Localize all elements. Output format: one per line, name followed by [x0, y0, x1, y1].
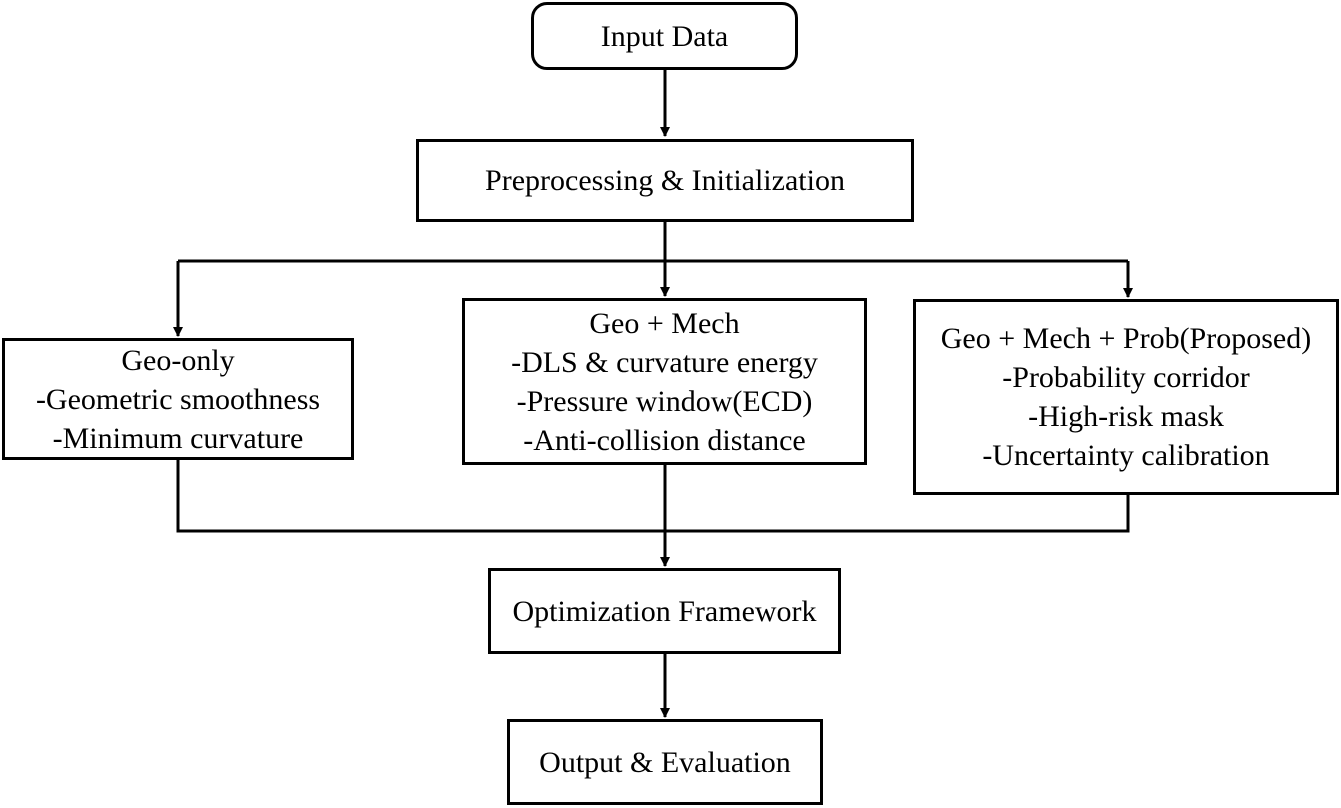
geo-mech-node: Geo + Mech -DLS & curvature energy -Pres…: [462, 298, 867, 465]
node-title: Input Data: [600, 19, 729, 53]
output-node: Output & Evaluation: [507, 719, 823, 805]
node-title: Geo + Mech + Prob(Proposed): [940, 322, 1312, 355]
node-title: Optimization Framework: [512, 594, 817, 628]
node-item: -Minimum curvature: [52, 421, 304, 455]
node-item: -Anti-collision distance: [523, 423, 806, 457]
node-item: -High-risk mask: [1028, 400, 1224, 433]
node-title: Output & Evaluation: [539, 745, 791, 779]
input-data-node: Input Data: [531, 2, 798, 70]
geo-mech-prob-node: Geo + Mech + Prob(Proposed) -Probability…: [913, 299, 1339, 495]
node-item: -Pressure window(ECD): [516, 384, 813, 418]
node-item: -Geometric smoothness: [35, 382, 321, 416]
node-item: -Probability corridor: [1002, 361, 1250, 394]
optimization-node: Optimization Framework: [488, 568, 841, 654]
node-item: -Uncertainty calibration: [982, 439, 1270, 472]
preprocessing-node: Preprocessing & Initialization: [416, 139, 914, 222]
node-item: -DLS & curvature energy: [511, 345, 818, 379]
node-title: Geo-only: [121, 343, 235, 377]
geo-only-node: Geo-only -Geometric smoothness -Minimum …: [2, 338, 354, 460]
node-title: Preprocessing & Initialization: [485, 164, 845, 197]
node-title: Geo + Mech: [589, 306, 740, 340]
line-merge: [176, 459, 1130, 533]
